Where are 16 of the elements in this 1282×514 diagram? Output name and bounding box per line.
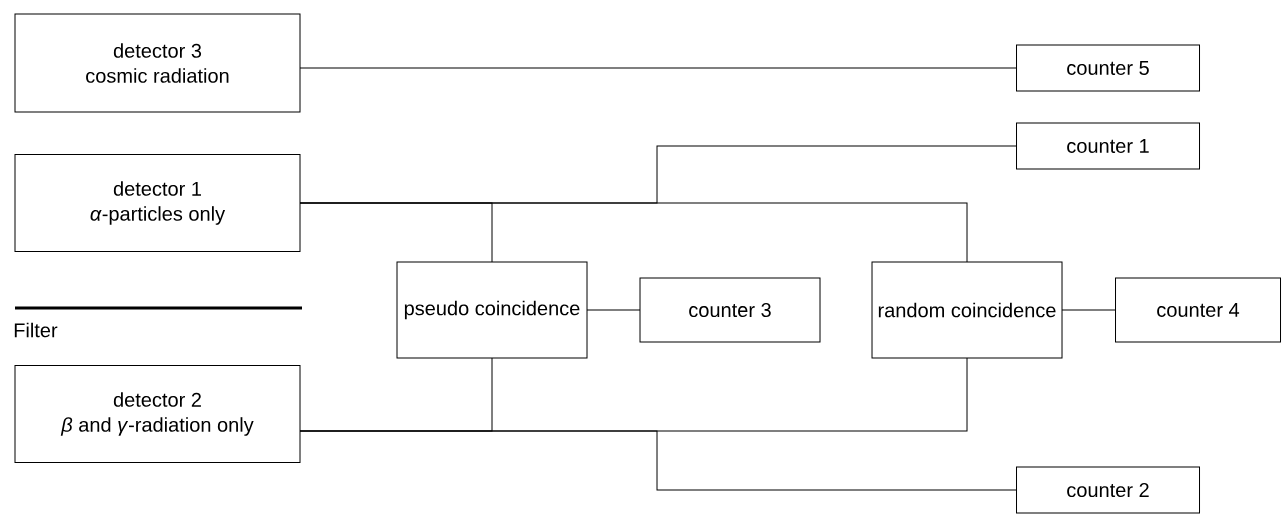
- connector-line: [586, 309, 641, 311]
- coincidence-box: pseudo coincidence: [396, 261, 588, 359]
- connector-line: [1061, 309, 1116, 311]
- connector-line: [299, 430, 1017, 491]
- connector-line: [299, 145, 1017, 204]
- detector-box: detector 1 α-particles only: [14, 154, 301, 252]
- detector-box: detector 2 β and γ-radiation only: [14, 365, 301, 463]
- counter-box: counter 4: [1115, 277, 1281, 343]
- filter-label: Filter: [14, 322, 58, 338]
- counter-box: counter 1: [1016, 122, 1200, 170]
- counter-box: counter 5: [1016, 44, 1200, 92]
- connector-line: [299, 67, 1017, 69]
- detector-box: detector 3 cosmic radiation: [14, 13, 301, 113]
- coincidence-box: random coincidence: [871, 261, 1063, 359]
- counter-box: counter 3: [639, 277, 821, 343]
- counter-box: counter 2: [1016, 466, 1200, 514]
